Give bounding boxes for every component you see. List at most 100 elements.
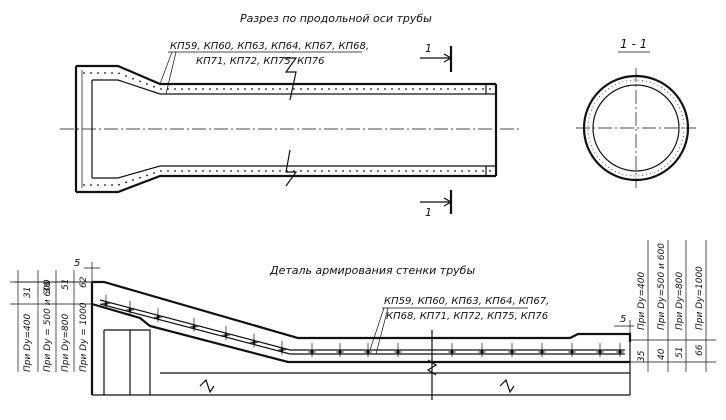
reinforcement-dot bbox=[321, 88, 323, 90]
reinforcement-dot bbox=[279, 88, 281, 90]
reinforcement-dot bbox=[125, 181, 127, 184]
reinforcement-dot bbox=[244, 170, 246, 172]
reinforcement-dot bbox=[475, 170, 477, 172]
callout-top-line2: КП71, КП72, КП75, КП76 bbox=[196, 56, 324, 67]
reinforcement-dot bbox=[125, 75, 127, 77]
dim-right-5: 5 bbox=[620, 314, 626, 325]
reinforcement-dot bbox=[391, 88, 393, 90]
reinforcement-dot bbox=[356, 88, 358, 90]
right-dim-value: 35 bbox=[637, 350, 647, 362]
rebar-spacers bbox=[102, 294, 624, 357]
reinforcement-dot bbox=[377, 88, 379, 90]
cut-mark-upper-arrow bbox=[420, 53, 453, 63]
reinforcement-dot bbox=[188, 170, 190, 172]
reinforcement-dot bbox=[489, 88, 491, 90]
reinforcement-dot bbox=[258, 170, 260, 172]
reinforcement-dot bbox=[111, 184, 113, 186]
reinforcement-dot bbox=[97, 72, 99, 74]
reinforcement-dot bbox=[454, 88, 456, 90]
reinforcement-dot bbox=[426, 88, 428, 90]
rebar-spacer bbox=[222, 326, 230, 341]
reinforcement-dot bbox=[482, 88, 484, 90]
reinforcement-dot bbox=[188, 88, 190, 90]
reinforcement-dots-top bbox=[83, 72, 491, 186]
reinforcement-dot bbox=[440, 88, 442, 90]
reinforcement-dot bbox=[111, 72, 113, 74]
reinforcement-dot bbox=[251, 170, 253, 172]
reinforcement-dot bbox=[90, 72, 92, 74]
dim-top-5-line bbox=[84, 262, 100, 282]
rebar-spacer bbox=[308, 343, 316, 357]
reinforcement-dot bbox=[223, 88, 225, 90]
reinforcement-dot bbox=[307, 88, 309, 90]
rebar-line-1 bbox=[99, 299, 625, 351]
reinforcement-circle bbox=[587, 79, 685, 177]
right-dim-label: При Dу=800 bbox=[675, 272, 685, 330]
reinforcement-dot bbox=[384, 170, 386, 172]
rebar-spacer bbox=[538, 343, 546, 357]
reinforcement-dot bbox=[321, 170, 323, 172]
reinforcement-dot bbox=[104, 184, 106, 186]
left-dim-label: При Dу=800 bbox=[61, 314, 71, 372]
reinforcement-dot bbox=[174, 170, 176, 172]
rebar-spacer bbox=[364, 343, 372, 357]
reinforcement-dot bbox=[349, 170, 351, 172]
reinforcement-dot bbox=[328, 88, 330, 90]
bottom-line bbox=[160, 372, 630, 396]
reinforcement-dot bbox=[342, 170, 344, 172]
dim-right-5-line bbox=[614, 320, 634, 334]
reinforcement-dot bbox=[83, 184, 85, 186]
reinforcement-dot bbox=[461, 170, 463, 172]
reinforcement-dot bbox=[356, 170, 358, 172]
cut-mark-lower-label: 1 bbox=[425, 206, 432, 219]
rebar-spacer bbox=[102, 294, 110, 309]
rebar-spacer bbox=[190, 317, 198, 332]
reinforcement-dot bbox=[244, 88, 246, 90]
reinforcement-dot bbox=[209, 170, 211, 172]
reinforcement-dot bbox=[216, 88, 218, 90]
reinforcement-dot bbox=[405, 88, 407, 90]
callout-top-leader bbox=[159, 51, 177, 95]
left-dim-value: 31 bbox=[23, 287, 33, 298]
reinforcement-dot bbox=[475, 88, 477, 90]
right-dim-label: При Dу=1000 bbox=[695, 266, 705, 330]
reinforcement-dot bbox=[300, 170, 302, 172]
reinforcement-dot bbox=[335, 88, 337, 90]
reinforcement-detail: Деталь армирования стенки трубы КП59, КП… bbox=[10, 240, 716, 400]
left-dim-label: При Dу = 1000 bbox=[79, 302, 89, 372]
reinforcement-dot bbox=[272, 88, 274, 90]
reinforcement-dot bbox=[181, 88, 183, 90]
reinforcement-dot bbox=[118, 183, 120, 186]
reinforcement-dot bbox=[461, 88, 463, 90]
reinforcement-dot bbox=[426, 170, 428, 172]
reinforcement-dot bbox=[370, 88, 372, 90]
reinforcement-dot bbox=[300, 88, 302, 90]
reinforcement-dot bbox=[230, 88, 232, 90]
reinforcement-dot bbox=[223, 170, 225, 172]
reinforcement-dot bbox=[489, 170, 491, 172]
reinforcement-dot bbox=[384, 88, 386, 90]
reinforcement-dot bbox=[335, 170, 337, 172]
reinforcement-dot bbox=[139, 80, 141, 83]
reinforcement-dot bbox=[412, 88, 414, 90]
reinforcement-dot bbox=[440, 170, 442, 172]
reinforcement-dot bbox=[433, 170, 435, 172]
reinforcement-dot bbox=[433, 88, 435, 90]
left-dim-label: При Dу = 500 и 600 bbox=[43, 279, 53, 372]
reinforcement-dot bbox=[265, 88, 267, 90]
left-dim-value: 51 bbox=[61, 279, 71, 290]
rebar-spacer bbox=[250, 333, 258, 348]
reinforcement-dot bbox=[216, 170, 218, 172]
rebar-line-2 bbox=[99, 303, 625, 355]
reinforcement-dot bbox=[104, 72, 106, 74]
reinforcement-dot bbox=[146, 83, 148, 85]
reinforcement-dot bbox=[398, 170, 400, 172]
break-line-bottom bbox=[285, 149, 298, 187]
detail-title: Деталь армирования стенки трубы bbox=[269, 264, 475, 277]
